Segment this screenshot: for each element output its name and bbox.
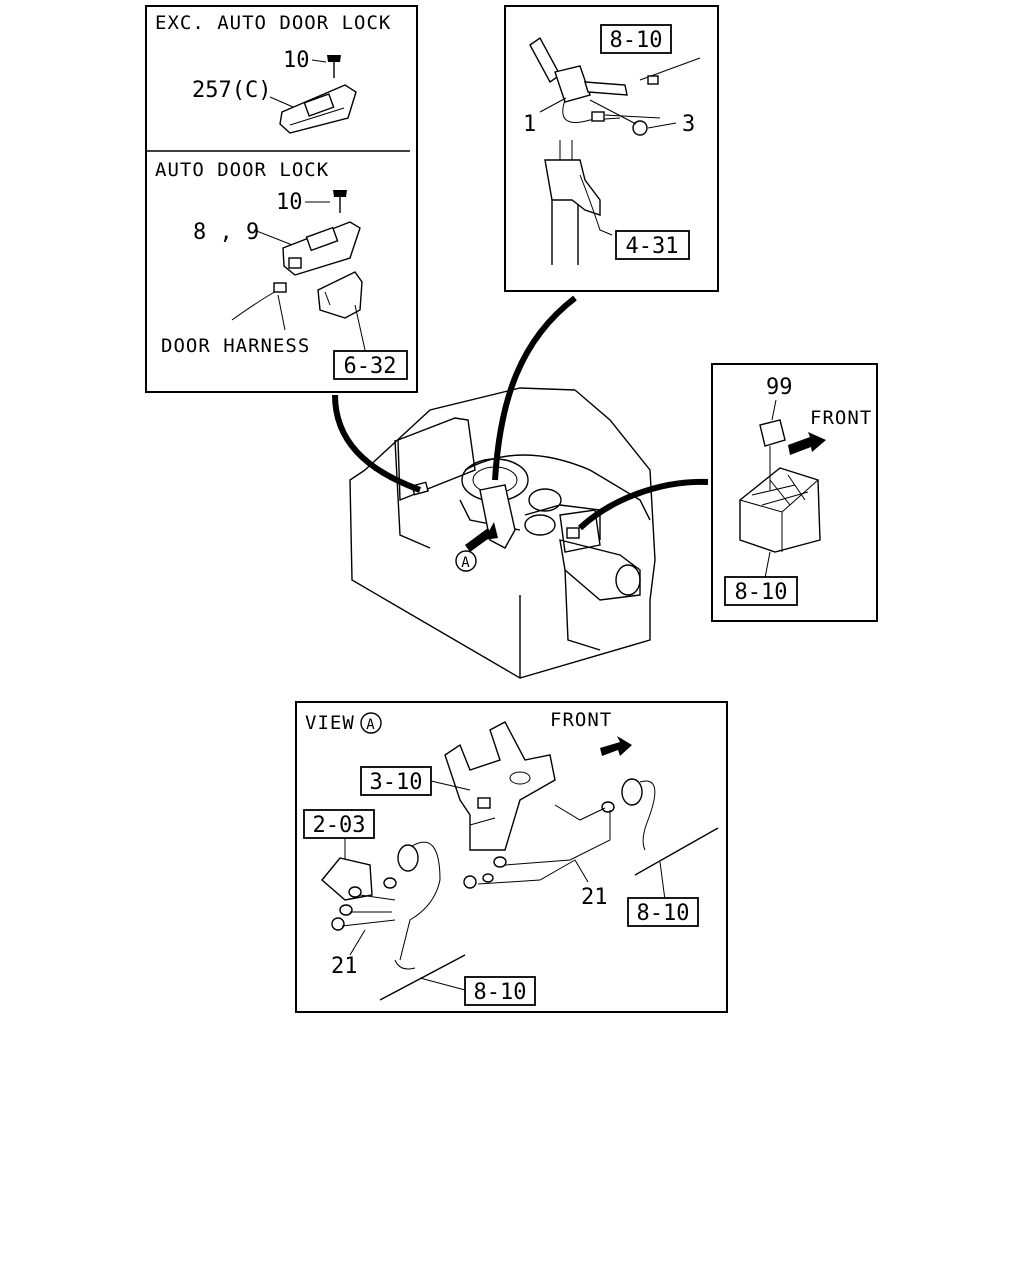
auto-door-lock-title: AUTO DOOR LOCK	[155, 159, 329, 181]
panel-relay: 99 FRONT 8-10	[711, 363, 878, 622]
callout-curves	[332, 295, 709, 531]
view-a-marker: A	[461, 555, 470, 571]
ref-8-10-column: 8-10	[610, 28, 663, 53]
auto-switch-label: 8 , 9	[193, 220, 259, 245]
part-21-left: 21	[331, 954, 358, 979]
screw-icon	[333, 190, 347, 197]
view-marker: A	[366, 717, 375, 733]
dashboard-illustration: A	[349, 387, 656, 679]
panel-door-lock: EXC. AUTO DOOR LOCK 10 257(C) AUTO DOOR …	[145, 5, 418, 393]
relay-front-label: FRONT	[810, 407, 872, 429]
connector-icon	[273, 282, 287, 293]
exc-auto-door-lock-title: EXC. AUTO DOOR LOCK	[155, 12, 391, 34]
relay-block-icon	[739, 467, 821, 553]
part-1-label: 1	[523, 112, 536, 137]
ref-8-10-relay: 8-10	[735, 580, 788, 605]
screw-icon	[327, 55, 341, 62]
ref-2-03: 2-03	[313, 813, 366, 838]
bracket-icon	[317, 271, 363, 319]
panel-view-a: VIEW A FRONT 3-10 2-03 21 8-10	[295, 701, 728, 1013]
ref-4-31: 4-31	[626, 234, 679, 259]
relay-icon	[759, 419, 786, 447]
front-arrow-icon	[600, 736, 632, 756]
auto-screw-label: 10	[276, 190, 303, 215]
part-3-label: 3	[682, 112, 695, 137]
view-title: VIEW	[305, 712, 355, 734]
ref-8-10-right: 8-10	[637, 901, 690, 926]
part-21-right: 21	[581, 885, 608, 910]
exc-screw-label: 10	[283, 48, 310, 73]
door-harness-label: DOOR HARNESS	[161, 335, 310, 357]
pedal-bracket-icon	[444, 721, 556, 851]
ref-3-10: 3-10	[370, 770, 423, 795]
view-front-label: FRONT	[550, 709, 612, 731]
front-arrow-icon	[788, 432, 826, 455]
part-99-label: 99	[766, 375, 793, 400]
door-lock-switch-icon	[282, 221, 361, 276]
panel-steering-column: 8-10 1 3 4-31	[504, 5, 719, 292]
exc-switch-label: 257(C)	[192, 78, 271, 103]
ref-6-32: 6-32	[344, 354, 397, 379]
ref-8-10-bottom: 8-10	[474, 980, 527, 1005]
